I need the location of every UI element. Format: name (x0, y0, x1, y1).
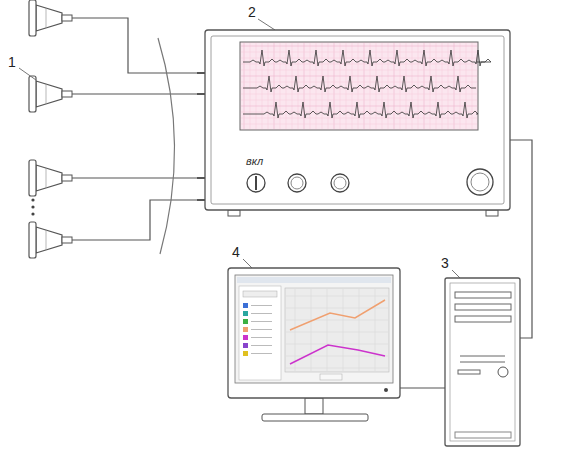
device-bezel (211, 36, 504, 204)
big-knob (467, 169, 493, 195)
monitor (228, 268, 400, 421)
wire (72, 18, 198, 73)
pressure-sensor (29, 76, 72, 112)
ecg-grid (241, 43, 477, 129)
leader-line (19, 68, 36, 80)
callout-number: 1 (8, 55, 16, 69)
computer-tower (445, 278, 520, 446)
big-knob (471, 173, 489, 191)
ecg-traces (243, 50, 491, 118)
ecg-screen (240, 42, 478, 130)
sensors (29, 0, 72, 258)
wire (72, 177, 198, 178)
foot (228, 210, 240, 216)
wire (72, 93, 198, 94)
bracket (158, 38, 175, 254)
knob (288, 174, 306, 192)
callout-number: 4 (232, 245, 240, 259)
ecg-trace (243, 102, 478, 118)
ellipsis-dots (31, 198, 34, 215)
device-housing (205, 30, 510, 210)
wire (72, 200, 198, 240)
knob (331, 174, 349, 192)
switch-label: вкл (246, 156, 263, 167)
sensor-wires (72, 18, 198, 240)
ecg-device (205, 30, 510, 216)
pressure-sensor (29, 160, 72, 196)
knob (334, 177, 346, 189)
ecg-trace (243, 50, 491, 66)
knob (291, 177, 303, 189)
callout-number: 2 (248, 5, 256, 19)
foot (486, 210, 498, 216)
callout-number: 3 (441, 256, 449, 270)
power-switch (247, 174, 265, 192)
switch-lever (255, 176, 257, 190)
leader-line (258, 19, 275, 30)
ecg-trace (243, 76, 476, 92)
pressure-sensor (29, 0, 72, 36)
pressure-sensor (29, 222, 72, 258)
